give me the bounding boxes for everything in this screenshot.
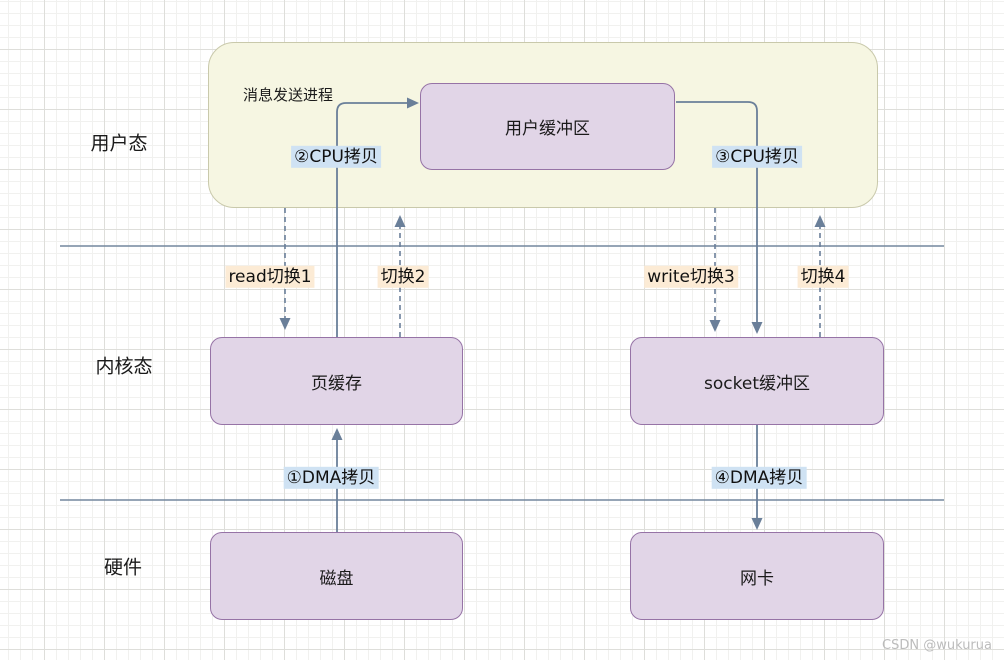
- row-label-hardware: 硬件: [103, 556, 143, 579]
- label-dma-copy-4: ④DMA拷贝: [711, 466, 807, 490]
- node-page-cache-label: 页缓存: [311, 373, 362, 394]
- node-socket-buffer-label: socket缓冲区: [704, 373, 810, 394]
- node-page-cache: 页缓存: [210, 337, 463, 425]
- node-nic: 网卡: [630, 532, 884, 620]
- node-socket-buffer: socket缓冲区: [630, 337, 884, 425]
- csdn-watermark: CSDN @wukurua: [882, 638, 992, 653]
- row-label-kernel-mode: 内核态: [95, 355, 153, 378]
- label-cpu-copy-2: ②CPU拷贝: [291, 145, 381, 169]
- arrow-switch-4-head: [814, 215, 826, 227]
- arrow-switch-3-head: [709, 320, 721, 332]
- node-disk-label: 磁盘: [319, 568, 354, 589]
- node-disk: 磁盘: [210, 532, 463, 620]
- label-dma-copy-1: ①DMA拷贝: [283, 466, 379, 490]
- arrow-cpu-copy-3-head: [751, 322, 763, 334]
- arrow-switch-1-head: [279, 318, 291, 330]
- label-switch-3: write切换3: [644, 265, 738, 289]
- node-user-buffer-label: 用户缓冲区: [505, 119, 590, 139]
- arrow-switch-2-head: [394, 215, 406, 227]
- label-switch-2: 切换2: [377, 265, 429, 289]
- arrow-dma-copy-1-head: [331, 428, 343, 440]
- label-switch-1: read切换1: [225, 265, 315, 289]
- arrow-dma-copy-4-head: [751, 518, 763, 530]
- row-label-user-mode: 用户态: [90, 132, 148, 155]
- node-user-buffer: 用户缓冲区: [420, 83, 675, 170]
- label-cpu-copy-3: ③CPU拷贝: [712, 145, 802, 169]
- process-label: 消息发送进程: [243, 86, 334, 104]
- arrow-cpu-copy-2-line: [336, 102, 409, 337]
- arrow-cpu-copy-2-head: [407, 97, 419, 109]
- arrow-cpu-copy-3-line: [676, 101, 758, 323]
- label-switch-4: 切换4: [797, 265, 849, 289]
- node-nic-label: 网卡: [740, 568, 774, 589]
